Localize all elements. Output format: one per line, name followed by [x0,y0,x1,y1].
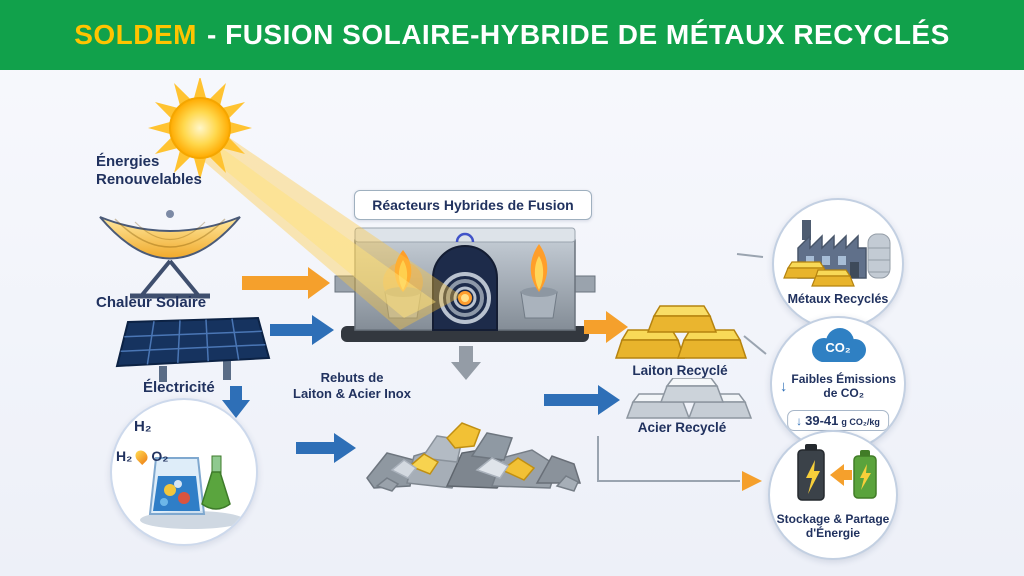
label-steel: Acier Recyclé [637,420,727,435]
label-o2: O₂ [151,448,169,464]
co2-cloud-icon: CO₂ [802,326,874,368]
emissions-value-pill: ↓ 39-41 g CO₂/kg [787,410,889,431]
arrow-electricity-to-reactor [270,315,334,345]
label-solar-heat: Chaleur Solaire [96,294,207,311]
page-title: SOLDEM - FUSION SOLAIRE-HYBRIDE DE MÉTAUX… [74,19,950,51]
arrow-solar-heat-to-reactor [242,267,330,299]
down-arrow-icon: ↓ [779,377,788,395]
arrowhead-storage [742,471,762,491]
storage-bubble: Stockage & Partage d'Énergie [768,430,898,560]
lightning-icon [806,460,820,494]
down-arrow-icon: ↓ [796,414,803,428]
scrap-pile-icon [366,422,582,492]
emissions-unit: g CO₂/kg [841,417,880,427]
connector-to-storage-bubble [597,436,740,482]
electrolysis-reaction-row: H₂ O₂ [116,447,169,465]
reactor-title-box: Réacteurs Hybrides de Fusion [354,190,592,220]
title-banner: SOLDEM - FUSION SOLAIRE-HYBRIDE DE MÉTAUX… [0,0,1024,70]
solar-dish-icon [99,210,241,299]
label-metals: Métaux Recyclés [787,292,889,306]
label-renewables: Énergies Renouvelables [96,153,202,189]
silver-ingots-icon [625,378,753,419]
reactor-illustration [334,227,596,342]
label-h2: H₂ [116,448,133,464]
transfer-arrow-icon [830,464,852,486]
label-electricity: Électricité [143,379,215,396]
label-storage: Stockage & Partage d'Énergie [776,512,890,540]
flame-icon [133,447,151,465]
label-brass: Laiton Recyclé [632,363,728,378]
co2-cloud-text: CO₂ [825,340,851,355]
brand-name: SOLDEM [74,19,197,50]
lightning-icon [860,464,871,490]
title-text: - FUSION SOLAIRE-HYBRIDE DE MÉTAUX RECYC… [206,19,950,50]
connector-to-metals-bubble [736,253,764,258]
metals-bubble: Métaux Recyclés [772,198,904,330]
electrolysis-bubble: H₂ H₂ O₂ [110,398,258,546]
label-scrap: Rebuts de Laiton & Acier Inox [293,370,411,401]
label-h2-top: H₂ [134,418,152,435]
arrow-electrolysis-to-scrap [296,433,356,463]
factory-icon [783,220,891,287]
solar-panel-icon [115,316,271,382]
arrow-reactor-to-scrap [451,346,481,380]
battery-icons [797,444,877,501]
sun-icon [148,78,252,180]
emissions-value: 39-41 [805,413,839,428]
gold-ingots-icon [614,305,748,359]
electrolysis-icon [140,455,244,529]
